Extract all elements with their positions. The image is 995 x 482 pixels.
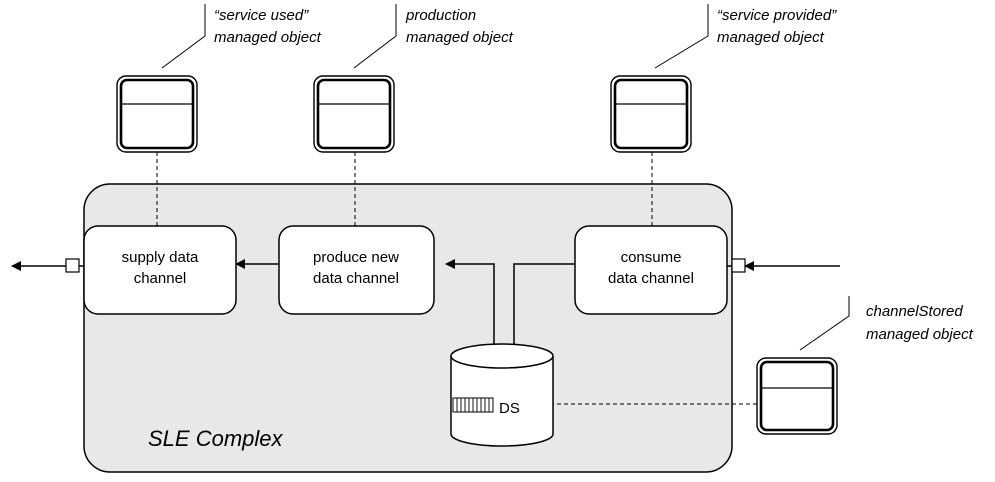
data-store-label: DS (499, 400, 520, 417)
callout-channel-stored-line2: managed object (866, 326, 974, 343)
managed-object-production (313, 75, 395, 153)
output-port (65, 258, 80, 273)
produce-box-label-line1: produce new (313, 249, 399, 266)
data-store-slot-lines (456, 398, 490, 412)
supply-box-label-line2: channel (134, 270, 187, 287)
consume-box-label-line2: data channel (608, 270, 694, 287)
sle-complex-label: SLE Complex (148, 426, 284, 451)
callout-service-provided-line1: “service provided” (717, 7, 837, 24)
input-port (731, 258, 746, 273)
consume-data-channel-box: consume data channel (574, 225, 728, 315)
callout-service-provided: “service provided” managed object (654, 4, 837, 69)
produce-box-label-line2: data channel (313, 270, 399, 287)
callout-service-provided-line2: managed object (717, 29, 825, 46)
callout-service-used-line1: “service used” (214, 7, 309, 24)
callout-service-used-line2: managed object (214, 29, 322, 46)
data-store-cylinder: DS (450, 343, 554, 447)
managed-object-service-provided (610, 75, 692, 153)
managed-object-service-used (116, 75, 198, 153)
supply-box-label-line1: supply data (122, 249, 199, 266)
callout-production: production managed object (353, 4, 514, 69)
consume-box-label-line1: consume (621, 249, 682, 266)
flow-ds-to-produce (445, 259, 495, 354)
sle-complex-container (83, 183, 733, 473)
callout-channel-stored: channelStored managed object (799, 296, 974, 351)
managed-object-channel-stored (756, 357, 838, 435)
callout-production-line2: managed object (406, 29, 514, 46)
callout-production-line1: production (405, 7, 476, 24)
produce-new-data-channel-box: produce new data channel (278, 225, 435, 315)
callout-service-used: “service used” managed object (161, 4, 322, 69)
flow-consume-to-ds (509, 263, 575, 377)
supply-data-channel-box: supply data channel (83, 225, 237, 315)
callout-channel-stored-line1: channelStored (866, 303, 963, 320)
